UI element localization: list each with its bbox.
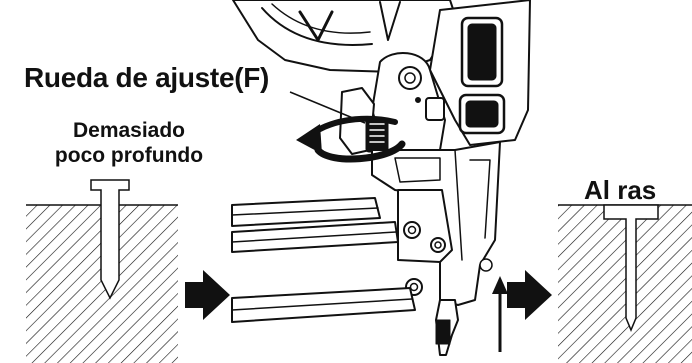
workpiece-flush [558,204,692,363]
adjust-wheel-label: Rueda de ajuste(F) [24,62,270,93]
nailer-tool [231,0,531,356]
right-arrow-icon [507,270,552,320]
right-arrow-icon [185,270,230,320]
nail-flush-icon [603,204,659,332]
up-arrow-icon [492,276,508,352]
flush-label: Al ras [584,175,657,205]
nail-too-shallow-icon [90,179,130,300]
too-shallow-label-line2: poco profundo [54,144,204,167]
workpiece-too-shallow [26,179,178,363]
too-shallow-label: Demasiado poco profundo [24,118,234,168]
wheel-leader-line [289,91,366,124]
too-shallow-label-line1: Demasiado [72,119,186,142]
